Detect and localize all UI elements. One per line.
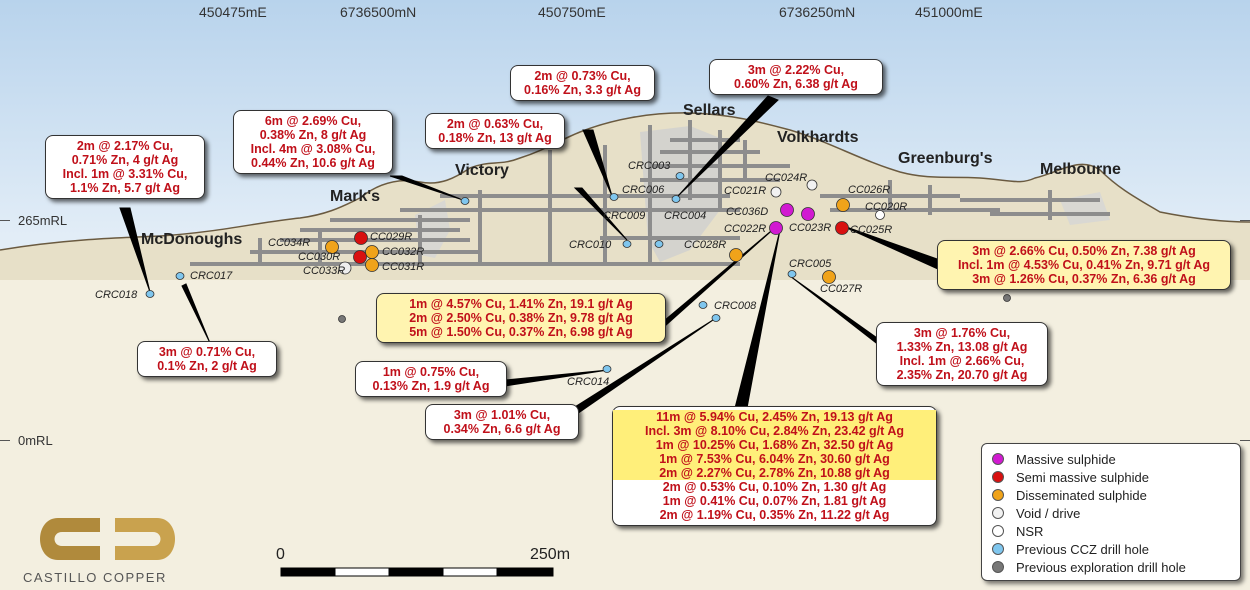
legend-label: Massive sulphide [1016,451,1116,467]
area-label: Melbourne [1040,161,1121,178]
legend-swatch-icon [992,453,1004,465]
drill-hole-label: CRC009 [603,210,646,222]
legend-label: Disseminated sulphide [1016,487,1147,503]
northing-label: 6736500mN [340,4,417,20]
area-label: Sellars [683,102,736,119]
rl-label: 265mRL [18,213,68,228]
easting-label: 450750mE [538,4,606,20]
legend-item: Void / drive [992,504,1230,522]
legend-swatch-icon [992,525,1004,537]
easting-label: 450475mE [199,4,267,20]
rl-label: 0mRL [18,433,53,448]
legend-swatch-icon [992,471,1004,483]
area-label: Greenburg's [898,150,993,167]
castillo-copper-logo [40,518,175,560]
northing-label: 6736250mN [779,4,856,20]
rl-tick [0,220,10,221]
logo-text: CASTILLO COPPER [23,570,167,585]
legend-item: NSR [992,522,1230,540]
drill-hole-label: CRC017 [190,270,233,282]
drill-hole-label: CRC005 [789,258,832,270]
drill-hole-label: CC029R [370,231,413,243]
drill-hole-label: CRC003 [628,160,671,172]
rl-tick [0,440,10,441]
drill-hole-label: CRC008 [714,300,757,312]
drill-hole-label: CRC004 [664,210,707,222]
drill-hole-label: CC034R [268,237,311,249]
area-label: Victory [455,162,509,179]
assay-callout: 6m @ 2.69% Cu,0.38% Zn, 8 g/t Ag Incl. 4… [233,110,393,174]
drill-hole-label: CRC014 [567,376,610,388]
assay-callout: 3m @ 1.01% Cu,0.34% Zn, 6.6 g/t Ag [425,404,579,440]
scale-start-label: 0 [276,546,285,563]
drill-hole-label: CRC010 [569,239,612,251]
drill-hole-label: CC031R [382,261,425,273]
callout-leaders [119,95,941,417]
rl-tick [1240,220,1250,221]
assay-callout: 2m @ 0.63% Cu,0.18% Zn, 13 g/t Ag [425,113,565,149]
scale-bar [280,567,554,577]
legend-item: Disseminated sulphide [992,486,1230,504]
rl-tick [1240,440,1250,441]
legend-swatch-icon [992,543,1004,555]
drill-hole-label: CC032R [382,246,425,258]
assay-callout: 2m @ 2.17% Cu,0.71% Zn, 4 g/t Ag Incl. 1… [45,135,205,199]
legend-label: NSR [1016,523,1044,539]
legend-swatch-icon [992,507,1004,519]
scale-end-label: 250m [530,546,571,563]
assay-callout: 1m @ 0.75% Cu,0.13% Zn, 1.9 g/t Ag [355,361,507,397]
legend-label: Previous CCZ drill hole [1016,541,1149,557]
drill-hole-label: CC024R [765,172,808,184]
area-label: McDonoughs [141,231,243,248]
drill-hole-markers [145,172,1011,373]
drill-hole-label: CC028R [684,239,727,251]
assay-callout: 2m @ 0.73% Cu,0.16% Zn, 3.3 g/t Ag [510,65,655,101]
drill-hole-label: CC021R [724,185,767,197]
underground-workings [190,120,1110,266]
assay-callout: 3m @ 0.71% Cu,0.1% Zn, 2 g/t Ag [137,341,277,377]
drill-hole-label: CC023R [789,222,832,234]
legend-swatch-icon [992,489,1004,501]
legend-label: Previous exploration drill hole [1016,559,1186,575]
drill-hole-label: CRC018 [95,289,138,301]
legend-item: Semi massive sulphide [992,468,1230,486]
assay-callout: 3m @ 2.22% Cu,0.60% Zn, 6.38 g/t Ag [709,59,883,95]
drill-hole-label: CC020R [865,201,908,213]
drill-hole-label: CC030R [298,251,341,263]
drill-hole-label: CC027R [820,283,863,295]
drill-hole-label: CC022R [724,223,767,235]
legend-item: Massive sulphide [992,450,1230,468]
drill-hole-label: CRC006 [622,184,665,196]
drill-hole-label: CC025R [850,224,893,236]
area-label: Volkhardts [777,129,859,146]
legend-label: Void / drive [1016,505,1081,521]
drill-hole-label: CC036D [726,206,769,218]
legend-item: Previous CCZ drill hole [992,540,1230,558]
easting-label: 451000mE [915,4,983,20]
drill-hole-label: CC033R [303,265,346,277]
legend-label: Semi massive sulphide [1016,469,1149,485]
legend-item: Previous exploration drill hole [992,558,1230,576]
assay-callout: 3m @ 1.76% Cu,1.33% Zn, 13.08 g/t Ag Inc… [876,322,1048,386]
legend-swatch-icon [992,561,1004,573]
area-label: Mark's [330,188,381,205]
drill-hole-label: CC026R [848,184,891,196]
